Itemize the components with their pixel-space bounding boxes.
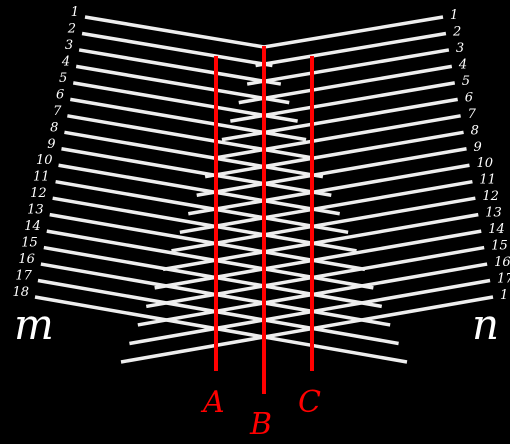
left-row-number: 4 [61, 54, 70, 69]
left-line-17 [37, 278, 399, 346]
right-line-17 [129, 278, 491, 346]
right-line-12 [171, 196, 476, 253]
right-row-number: 8 [471, 123, 479, 138]
right-line-4 [238, 64, 453, 105]
left-line-9 [61, 147, 332, 197]
left-row-number: 3 [65, 38, 73, 53]
left-row-number: 1 [71, 5, 79, 20]
right-line-11 [179, 179, 473, 235]
left-row-number: 16 [18, 252, 35, 267]
right-row-number: 11 [479, 173, 496, 188]
label-b: B [249, 407, 272, 439]
right-row-number: 2 [452, 24, 461, 39]
left-line-8 [64, 130, 324, 179]
left-row-number: 13 [27, 203, 44, 218]
left-row-number: 6 [56, 87, 64, 102]
left-line-11 [55, 179, 349, 235]
left-row-number: 12 [30, 186, 47, 201]
label-a: A [200, 385, 225, 420]
left-line-7 [67, 114, 315, 160]
left-line-2 [81, 31, 273, 68]
right-row-number: 9 [474, 140, 482, 155]
left-row-number: 5 [59, 71, 67, 86]
left-line-15 [43, 245, 383, 309]
right-line-1 [263, 15, 444, 49]
left-row-number: 18 [12, 285, 29, 300]
right-line-8 [204, 130, 464, 179]
right-row-number: 15 [491, 239, 508, 254]
right-line-18 [120, 295, 494, 364]
right-row-number: 10 [476, 156, 493, 171]
right-line-10 [187, 163, 470, 216]
left-line-18 [34, 295, 408, 364]
left-line-14 [46, 229, 374, 290]
right-row-number: 1 [450, 8, 458, 23]
right-row-number: 3 [456, 41, 464, 56]
right-line-5 [230, 81, 456, 123]
left-row-number: 9 [47, 137, 55, 152]
right-line-6 [221, 97, 459, 142]
left-line-12 [52, 196, 357, 253]
left-line-10 [58, 163, 341, 216]
left-row-number: 15 [21, 236, 38, 251]
left-row-number: 10 [36, 153, 53, 168]
left-row-number: 2 [67, 21, 76, 36]
right-row-number: 1 [500, 288, 508, 303]
right-row-number: 13 [485, 206, 502, 221]
right-line-9 [196, 147, 467, 197]
right-row-number: 12 [482, 189, 499, 204]
left-line-3 [78, 48, 282, 86]
left-row-number: 8 [50, 120, 58, 135]
right-row-number: 16 [494, 255, 510, 270]
left-line-4 [75, 64, 290, 105]
label-c: C [298, 385, 321, 420]
right-line-14 [154, 229, 482, 290]
left-row-number: 11 [33, 170, 50, 185]
right-line-15 [145, 245, 485, 309]
left-label-m: m [14, 300, 54, 349]
left-line-6 [69, 97, 307, 142]
right-label-n: n [472, 300, 499, 349]
left-line-1 [84, 15, 265, 49]
right-line-3 [246, 48, 450, 86]
right-row-number: 6 [465, 90, 473, 105]
left-row-number: 17 [15, 269, 32, 284]
right-line-7 [213, 114, 461, 160]
left-row-number: 14 [24, 219, 41, 234]
right-row-number: 17 [497, 272, 510, 287]
right-row-number: 4 [458, 57, 467, 72]
right-line-2 [255, 31, 447, 68]
right-row-number: 14 [488, 222, 505, 237]
right-row-number: 5 [462, 74, 470, 89]
right-row-number: 7 [468, 107, 477, 122]
left-row-number: 7 [53, 104, 62, 119]
